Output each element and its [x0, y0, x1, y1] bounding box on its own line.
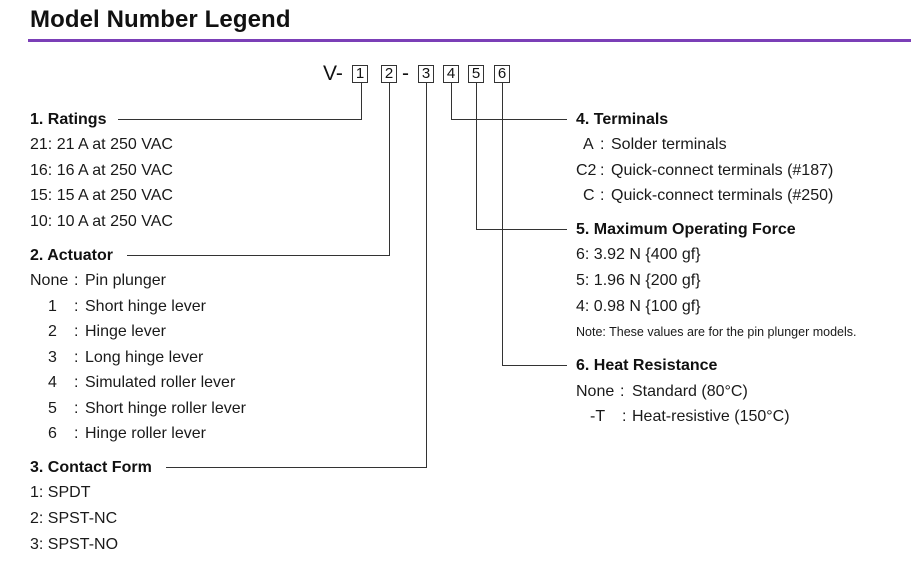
actuator-separator: :	[74, 425, 79, 442]
actuator-separator: :	[74, 374, 79, 391]
terminals-code: A	[583, 136, 594, 153]
model-code-prefix: V-	[323, 62, 343, 85]
heat-resistance-code: -T	[590, 408, 606, 425]
leader-line-contact-horizontal	[166, 467, 427, 468]
ratings-item: 15: 15 A at 250 VAC	[30, 187, 173, 204]
actuator-desc: Short hinge lever	[85, 298, 206, 315]
actuator-code: 3	[48, 349, 57, 366]
actuator-code: None	[30, 272, 69, 289]
model-code-dash: -	[402, 62, 409, 85]
leader-line-ratings-horizontal	[118, 119, 362, 120]
actuator-separator: :	[74, 272, 79, 289]
actuator-code: 4	[48, 374, 57, 391]
leader-line-force-horizontal	[476, 229, 567, 230]
actuator-separator: :	[74, 349, 79, 366]
actuator-heading: 2. Actuator	[30, 247, 113, 264]
leader-line-terminals-vertical	[451, 83, 452, 119]
leader-line-force-vertical	[476, 83, 477, 229]
operating-force-item: 6: 3.92 N {400 gf}	[576, 246, 701, 263]
actuator-desc: Long hinge lever	[85, 349, 204, 366]
terminals-desc: Quick-connect terminals (#250)	[611, 187, 834, 204]
leader-line-actuator-horizontal	[127, 255, 390, 256]
contact-form-item: 1: SPDT	[30, 484, 91, 501]
operating-force-note: Note: These values are for the pin plung…	[576, 325, 857, 339]
leader-line-heat-vertical	[502, 83, 503, 365]
heat-resistance-heading: 6. Heat Resistance	[576, 357, 718, 374]
page-title: Model Number Legend	[30, 6, 291, 33]
leader-line-heat-horizontal	[502, 365, 567, 366]
terminals-desc: Solder terminals	[611, 136, 727, 153]
contact-form-item: 3: SPST-NO	[30, 536, 119, 553]
ratings-item: 10: 10 A at 250 VAC	[30, 213, 173, 230]
contact-form-heading: 3. Contact Form	[30, 459, 152, 476]
actuator-separator: :	[74, 323, 79, 340]
actuator-desc: Pin plunger	[85, 272, 166, 289]
actuator-separator: :	[74, 298, 79, 315]
code-box-1: 1	[352, 65, 368, 83]
title-divider	[28, 39, 911, 42]
code-box-4: 4	[443, 65, 459, 83]
actuator-desc: Short hinge roller lever	[85, 400, 246, 417]
code-box-2: 2	[381, 65, 397, 83]
operating-force-item: 4: 0.98 N {100 gf}	[576, 298, 701, 315]
heat-resistance-separator: :	[622, 408, 627, 425]
terminals-desc: Quick-connect terminals (#187)	[611, 162, 834, 179]
actuator-separator: :	[74, 400, 79, 417]
ratings-heading: 1. Ratings	[30, 111, 107, 128]
actuator-desc: Hinge roller lever	[85, 425, 206, 442]
heat-resistance-desc: Heat-resistive (150°C)	[632, 408, 790, 425]
code-box-6: 6	[494, 65, 510, 83]
heat-resistance-code: None	[576, 383, 615, 400]
leader-line-terminals-horizontal	[451, 119, 567, 120]
actuator-code: 2	[48, 323, 57, 340]
heat-resistance-separator: :	[620, 383, 625, 400]
heat-resistance-desc: Standard (80°C)	[632, 383, 748, 400]
terminals-separator: :	[600, 162, 605, 179]
actuator-code: 5	[48, 400, 57, 417]
actuator-code: 1	[48, 298, 57, 315]
ratings-item: 16: 16 A at 250 VAC	[30, 162, 173, 179]
ratings-item: 21: 21 A at 250 VAC	[30, 136, 173, 153]
terminals-separator: :	[600, 136, 605, 153]
contact-form-item: 2: SPST-NC	[30, 510, 118, 527]
actuator-desc: Hinge lever	[85, 323, 166, 340]
terminals-code: C	[583, 187, 595, 204]
operating-force-heading: 5. Maximum Operating Force	[576, 221, 796, 238]
leader-line-actuator-vertical	[389, 83, 390, 255]
leader-line-ratings-vertical	[361, 83, 362, 119]
terminals-separator: :	[600, 187, 605, 204]
actuator-code: 6	[48, 425, 57, 442]
code-box-3: 3	[418, 65, 434, 83]
actuator-desc: Simulated roller lever	[85, 374, 236, 391]
leader-line-contact-vertical	[426, 83, 427, 467]
code-box-5: 5	[468, 65, 484, 83]
terminals-heading: 4. Terminals	[576, 111, 669, 128]
operating-force-item: 5: 1.96 N {200 gf}	[576, 272, 701, 289]
terminals-code: C2	[576, 162, 597, 179]
